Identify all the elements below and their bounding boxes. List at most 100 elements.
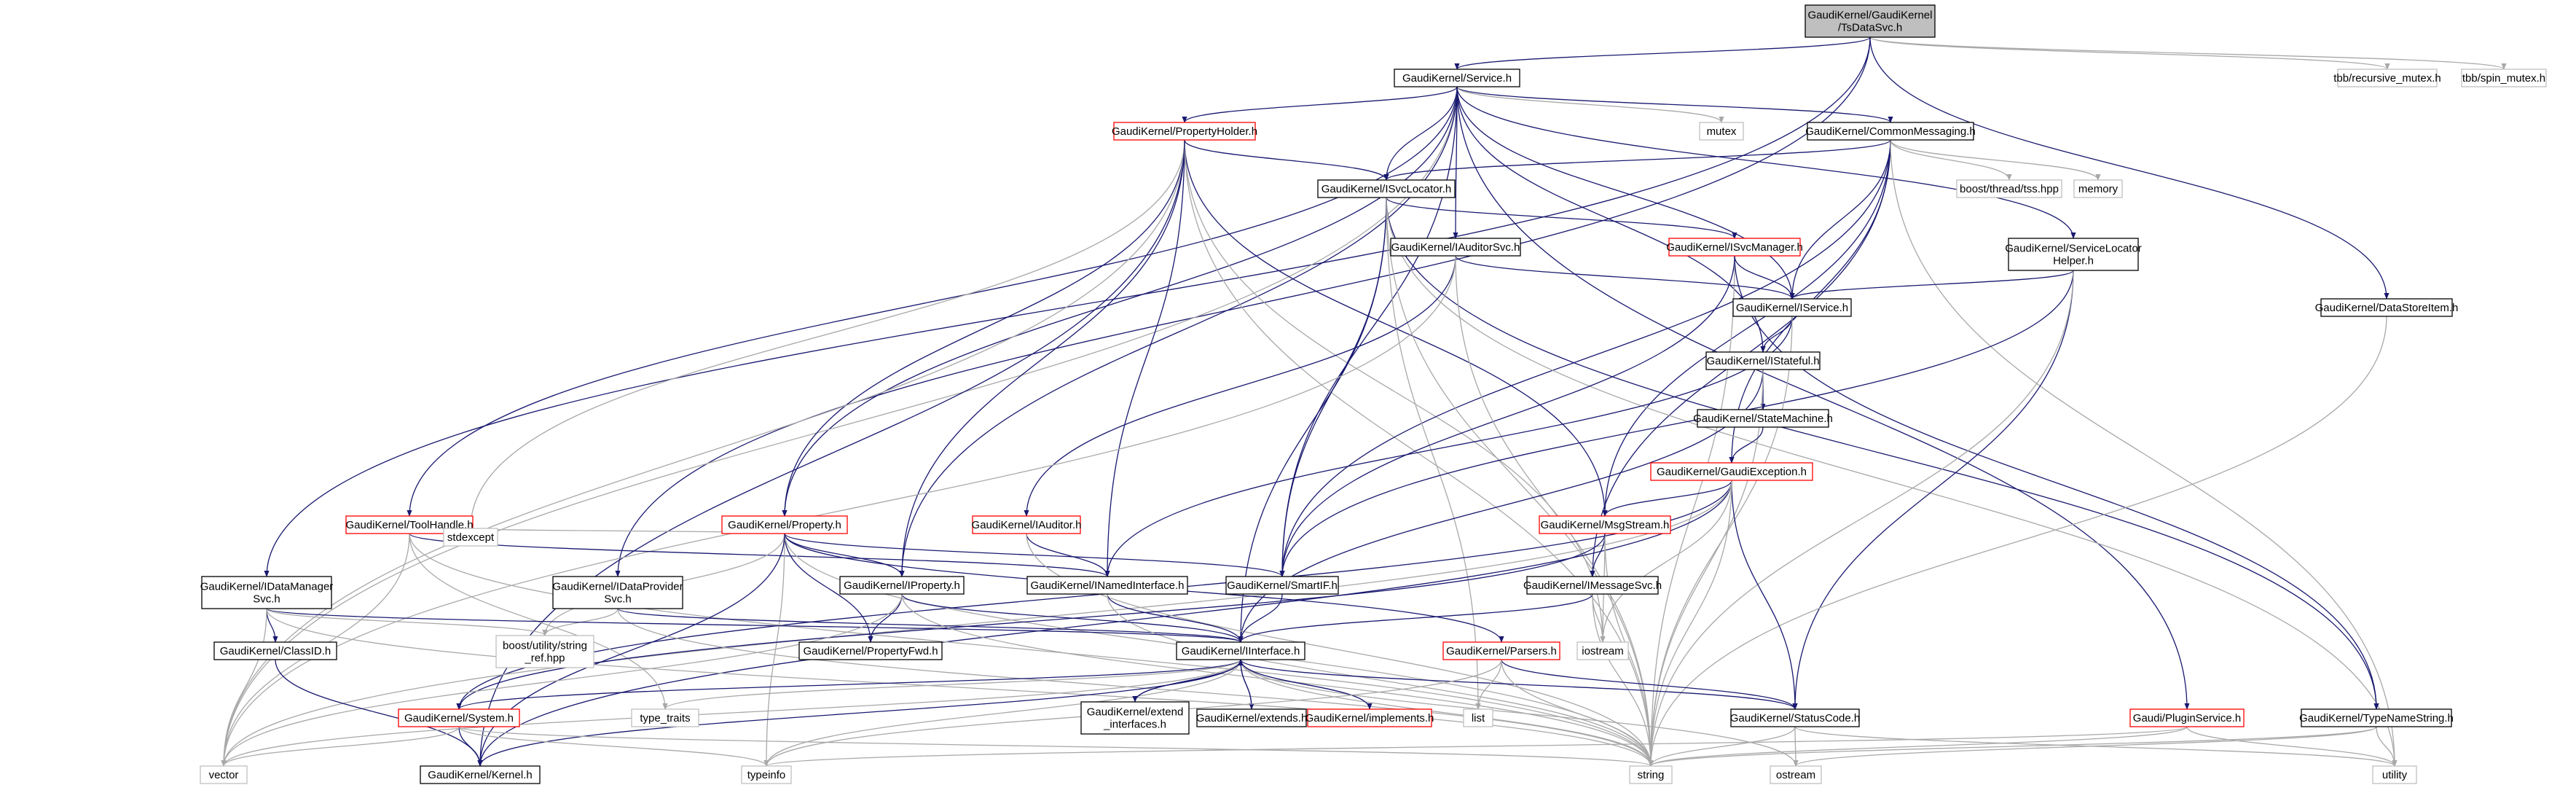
edge-servicelocatorhelper-to-string (1648, 270, 2074, 767)
edge-istateful-to-string (1648, 369, 1764, 767)
edge-commonmessaging-to-isvclocator (1383, 139, 1891, 181)
node-label: GaudiKernel/TypeNameString.h (2299, 712, 2454, 724)
edge-iservice-to-istateful (1760, 316, 1793, 353)
edge-tsdatasvc-to-spin_mutex (1869, 36, 2507, 70)
edge-toolhandle-to-inamedinterface (409, 533, 1110, 577)
node-box (201, 576, 332, 609)
edge-commonmessaging-to-smartif (1279, 139, 1891, 577)
dependency-edges (221, 36, 2507, 767)
node-isvclocator[interactable]: GaudiKernel/ISvcLocator.h (1317, 179, 1456, 198)
node-pluginservice[interactable]: Gaudi/PluginService.h (2129, 708, 2245, 727)
edge-idataprovidersvc-to-iinterface (617, 608, 1244, 643)
node-statuscode[interactable]: GaudiKernel/StatusCode.h (1730, 708, 1860, 727)
node-propertyholder[interactable]: GaudiKernel/PropertyHolder.h (1112, 122, 1257, 141)
edge-gaudiexception-to-msgstream (1602, 480, 1732, 517)
node-string-ref: boost/utility/string_ref.hpp (495, 635, 594, 668)
node-kernel[interactable]: GaudiKernel/Kernel.h (420, 765, 541, 784)
node-label: GaudiKernel/implements.h (1305, 712, 1434, 724)
node-system[interactable]: GaudiKernel/System.h (398, 708, 520, 727)
node-inamedinterface[interactable]: GaudiKernel/INamedInterface.h (1026, 576, 1188, 595)
edge-isvclocator-to-list (1386, 197, 1481, 710)
edge-property-to-iproperty (784, 533, 905, 577)
edge-commonmessaging-to-memory (1890, 139, 2101, 181)
node-imessagesvc[interactable]: GaudiKernel/IMessageSvc.h (1523, 576, 1662, 595)
node-msgstream[interactable]: GaudiKernel/MsgStream.h (1539, 515, 1671, 534)
edge-service-to-vector (221, 86, 1458, 767)
edge-service-to-iproperty (899, 86, 1458, 577)
edge-iinterface-to-system (456, 659, 1241, 710)
node-label: memory (2078, 183, 2118, 195)
edge-extend_interfaces-to-iinterface (1134, 659, 1244, 703)
edge-iproperty-to-iinterface (901, 593, 1244, 643)
node-parsers[interactable]: GaudiKernel/Parsers.h (1442, 641, 1560, 660)
edge-servicelocatorhelper-to-iservice (1789, 270, 2074, 300)
node-iauditor[interactable]: GaudiKernel/IAuditor.h (972, 515, 1082, 534)
edge-statuscode-to-string (1648, 726, 1796, 767)
node-label: stdexcept (447, 531, 495, 544)
edge-msgstream-to-system (456, 533, 1606, 710)
node-label: GaudiKernel/PropertyFwd.h (803, 645, 938, 657)
node-label: GaudiKernel/DataStoreItem.h (2315, 302, 2459, 314)
edge-service-to-servicelocatorhelper (1456, 86, 2076, 239)
node-label: Gaudi/PluginService.h (2133, 712, 2241, 724)
node-typenamestring[interactable]: GaudiKernel/TypeNameString.h (2299, 708, 2454, 727)
node-label: tbb/recursive_mutex.h (2333, 72, 2441, 85)
node-istateful[interactable]: GaudiKernel/IStateful.h (1705, 351, 1821, 370)
node-extends[interactable]: GaudiKernel/extends.h (1196, 708, 1308, 727)
node-label: iostream (1582, 645, 1624, 657)
node-threadtss: boost/thread/tss.hpp (1956, 179, 2062, 198)
edge-service-to-iauditorsvc (1453, 86, 1458, 239)
node-property[interactable]: GaudiKernel/Property.h (721, 515, 848, 534)
node-box (1113, 122, 1256, 141)
node-mutex: mutex (1699, 122, 1744, 141)
node-spin-mutex: tbb/spin_mutex.h (2461, 69, 2547, 87)
edge-iinterface-to-statuscode (1240, 659, 1798, 710)
edge-statuscode-to-ostream (1793, 726, 1799, 767)
node-box (839, 576, 965, 595)
node-commonmessaging[interactable]: GaudiKernel/CommonMessaging.h (1805, 122, 1976, 141)
node-box (1699, 122, 1744, 141)
edge-isvcmanager-to-string (1648, 255, 1735, 767)
node-box (1394, 69, 1520, 87)
node-label: /TsDataSvc.h (1838, 21, 1902, 34)
node-label: GaudiKernel/IStateful.h (1706, 355, 1819, 367)
edge-tsdatasvc-to-recursive_mutex (1869, 36, 2390, 70)
node-gaudiexception[interactable]: GaudiKernel/GaudiException.h (1650, 462, 1813, 481)
node-datastoreitem[interactable]: GaudiKernel/DataStoreItem.h (2315, 298, 2459, 317)
node-box (1225, 576, 1339, 595)
node-service[interactable]: GaudiKernel/Service.h (1394, 69, 1520, 87)
edge-idataprovidersvc-to-string (617, 608, 1654, 767)
node-vector: vector (200, 765, 248, 784)
node-label: GaudiKernel/StateMachine.h (1693, 413, 1833, 425)
node-label: GaudiKernel/System.h (404, 712, 514, 724)
edge-service-to-pluginservice (1456, 86, 2190, 710)
edge-isvcmanager-to-iservice (1734, 255, 1795, 300)
node-smartif[interactable]: GaudiKernel/SmartIF.h (1225, 576, 1339, 595)
node-isvcmanager[interactable]: GaudiKernel/ISvcManager.h (1666, 238, 1803, 257)
edge-imessagesvc-to-string (1592, 593, 1654, 767)
node-classid[interactable]: GaudiKernel/ClassID.h (213, 641, 337, 660)
edge-typenamestring-to-ostream (1793, 726, 2377, 767)
edge-propertyholder-to-iproperty (899, 139, 1185, 577)
node-extend-interfaces[interactable]: GaudiKernel/extend_interfaces.h (1080, 701, 1190, 735)
node-iinterface[interactable]: GaudiKernel/IInterface.h (1176, 641, 1305, 660)
edge-smartif-to-iinterface (1238, 593, 1283, 643)
node-propertyfwd[interactable]: GaudiKernel/PropertyFwd.h (798, 641, 943, 660)
edge-idatamanagersvc-to-vector (221, 608, 267, 767)
node-box (741, 765, 792, 784)
edge-pluginservice-to-string (1648, 726, 2188, 767)
node-iproperty[interactable]: GaudiKernel/IProperty.h (839, 576, 965, 595)
node-implements[interactable]: GaudiKernel/implements.h (1305, 708, 1434, 727)
node-iservice[interactable]: GaudiKernel/IService.h (1732, 298, 1852, 317)
node-statemachine[interactable]: GaudiKernel/StateMachine.h (1693, 409, 1833, 428)
node-iauditorsvc[interactable]: GaudiKernel/IAuditorSvc.h (1390, 238, 1521, 257)
node-tsdatasvc: GaudiKernel/GaudiKernel/TsDataSvc.h (1805, 4, 1936, 38)
edge-isvclocator-to-typenamestring (1386, 197, 2379, 710)
node-string: string (1629, 765, 1673, 784)
edge-iinterface-to-vector (221, 659, 1241, 767)
node-box (2301, 708, 2452, 727)
